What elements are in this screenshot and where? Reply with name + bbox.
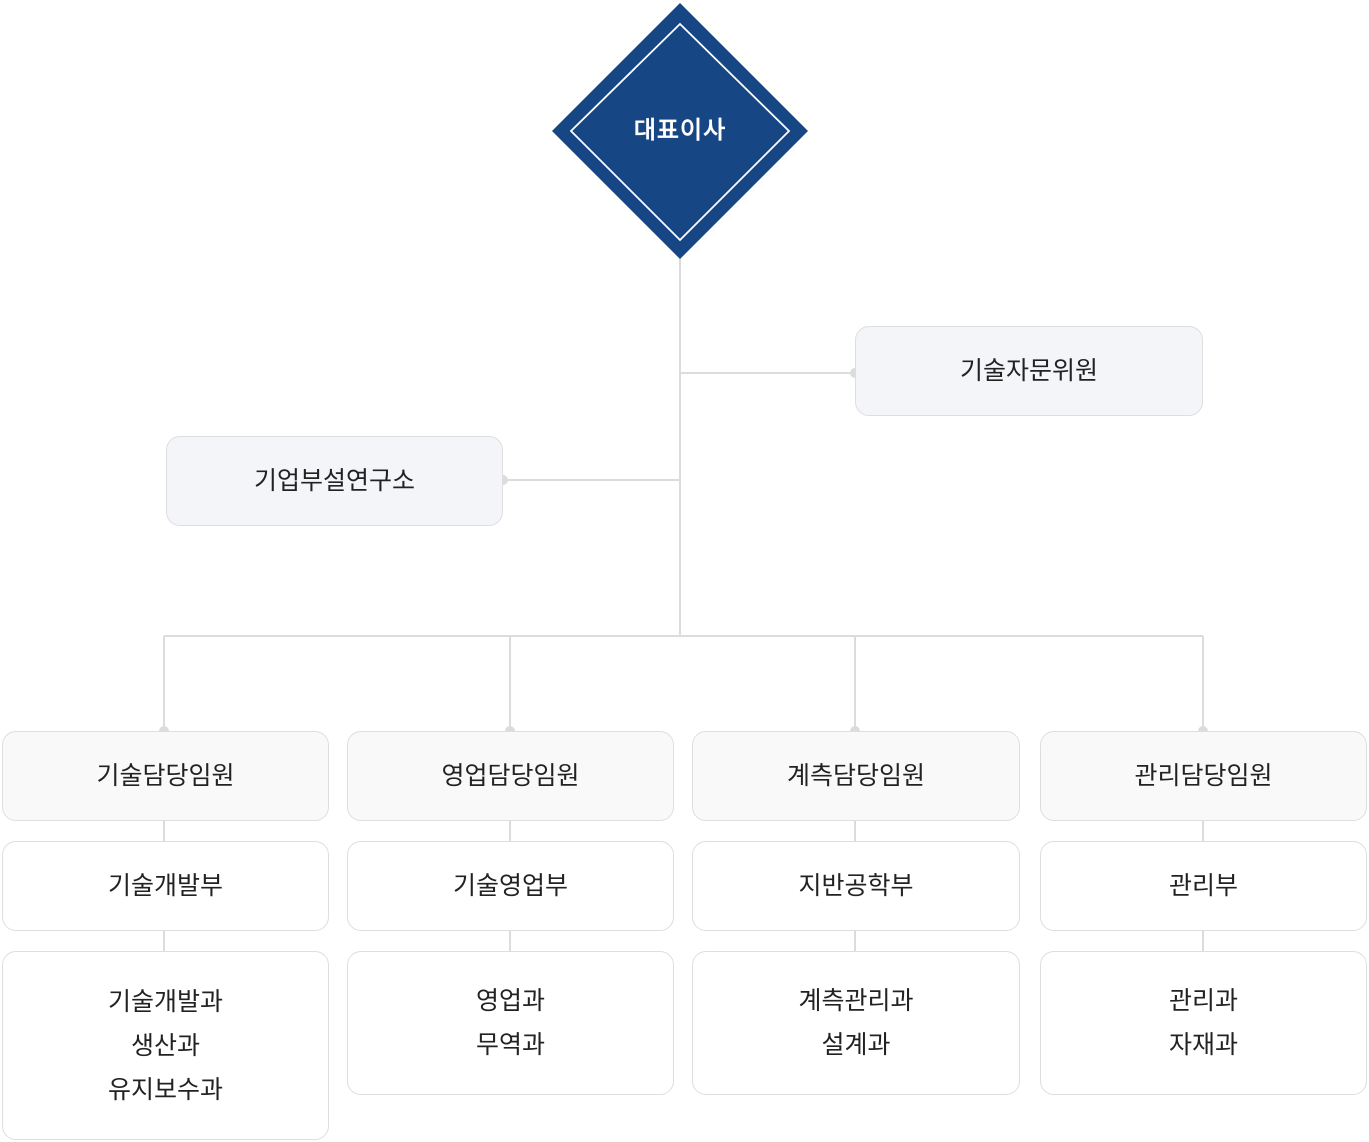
team-label: 영업과 xyxy=(475,986,545,1015)
ceo-diamond-inner-border xyxy=(569,22,791,242)
executive-label-4: 관리담당임원 xyxy=(1134,761,1273,790)
teams-box-4: 관리과 자재과 xyxy=(1040,951,1367,1095)
advisor-label: 기술자문위원 xyxy=(959,356,1098,385)
department-box-4: 관리부 xyxy=(1040,841,1367,931)
team-label: 계측관리과 xyxy=(798,986,914,1015)
department-box-3: 지반공학부 xyxy=(692,841,1020,931)
department-box-2: 기술영업부 xyxy=(347,841,674,931)
executive-label-2: 영업담당임원 xyxy=(441,761,580,790)
advisor-box: 기술자문위원 xyxy=(855,326,1203,416)
team-label: 생산과 xyxy=(130,1030,200,1060)
team-label: 설계과 xyxy=(821,1030,891,1059)
ceo-diamond xyxy=(552,3,808,259)
department-label-4: 관리부 xyxy=(1168,871,1238,900)
team-label: 무역과 xyxy=(475,1030,545,1059)
executive-box-4: 관리담당임원 xyxy=(1040,731,1367,821)
team-label: 관리과 xyxy=(1168,986,1238,1015)
teams-box-1: 기술개발과 생산과 유지보수과 xyxy=(2,951,329,1140)
team-label: 유지보수과 xyxy=(107,1074,223,1104)
team-label: 자재과 xyxy=(1168,1030,1238,1059)
teams-box-3: 계측관리과 설계과 xyxy=(692,951,1020,1095)
teams-box-2: 영업과 무역과 xyxy=(347,951,674,1095)
executive-box-1: 기술담당임원 xyxy=(2,731,329,821)
department-label-3: 지반공학부 xyxy=(798,871,914,900)
ceo-label: 대표이사 xyxy=(633,116,727,144)
executive-label-1: 기술담당임원 xyxy=(96,761,235,790)
executive-box-3: 계측담당임원 xyxy=(692,731,1020,821)
department-label-1: 기술개발부 xyxy=(107,871,223,900)
team-label: 기술개발과 xyxy=(107,986,223,1016)
department-label-2: 기술영업부 xyxy=(452,871,568,900)
department-box-1: 기술개발부 xyxy=(2,841,329,931)
institute-box: 기업부설연구소 xyxy=(166,436,503,526)
executive-label-3: 계측담당임원 xyxy=(786,761,925,790)
executive-box-2: 영업담당임원 xyxy=(347,731,674,821)
institute-label: 기업부설연구소 xyxy=(253,466,415,495)
